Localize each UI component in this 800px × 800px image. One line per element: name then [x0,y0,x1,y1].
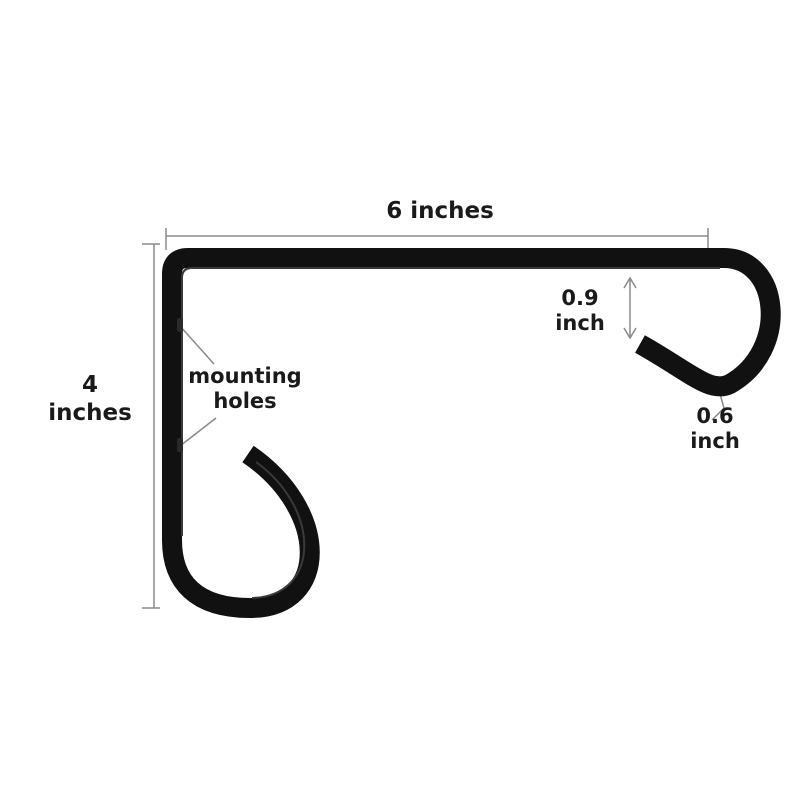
mounting-hole-bottom [177,438,183,452]
bracket-highlight [181,267,720,536]
height-unit: inches [48,399,132,426]
width-label: 6 inches [340,198,540,226]
height-label: 4 inches [30,372,150,427]
mounting-holes-label: mounting holes [170,364,320,414]
height-value: 4 [81,372,98,398]
mounting-holes-line1: mounting [188,364,302,388]
mounting-holes-leader-lines [179,325,217,447]
thickness-unit: inch [690,429,740,454]
height-dimension-line [142,243,160,609]
mounting-holes-line2: holes [213,389,277,414]
width-dimension-line [165,228,709,250]
width-text: 6 inches [386,198,494,224]
thickness-value: 0.6 [696,404,734,428]
gap-label: 0.9 inch [540,286,620,336]
gap-value: 0.9 [561,286,599,310]
gap-unit: inch [555,311,605,336]
bracket-hook-highlight [251,461,306,599]
mounting-hole-top [177,318,183,332]
thickness-label: 0.6 inch [670,404,760,454]
gap-dimension-line [623,276,637,340]
bracket-body [162,248,781,618]
bracket [162,248,781,618]
